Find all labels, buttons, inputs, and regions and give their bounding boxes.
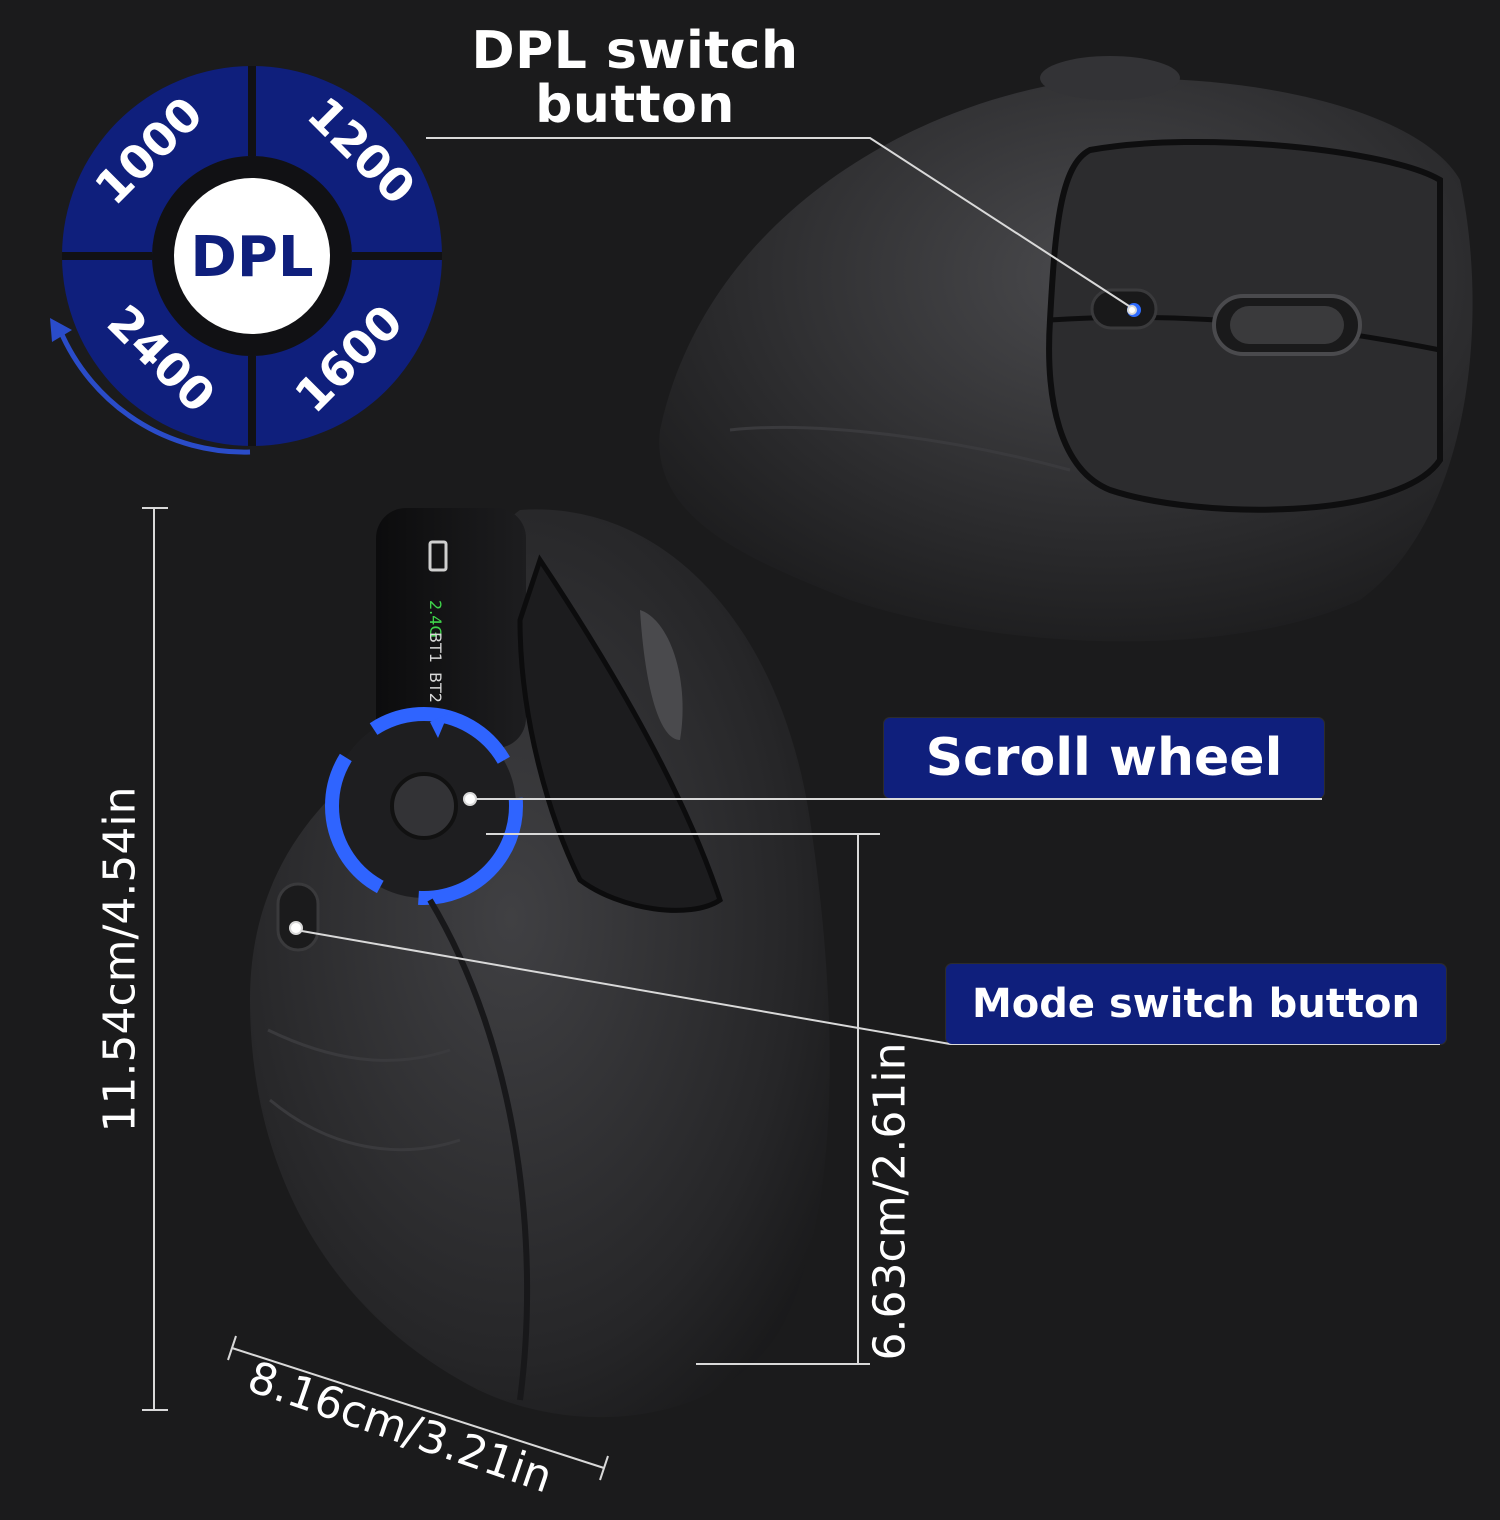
mode-switch-leader [295,929,1440,1045]
mouse-side-buttons [517,554,723,913]
width-cap-right [599,1455,609,1481]
mouse-side-view: 2.4G BT1 BT2 [250,508,830,1418]
cycle-arrow-icon [57,329,251,455]
mouse-side-contour [427,898,531,1401]
height-dimension: 11.54cm/4.54in [94,786,146,1133]
grip-height-dimension: 6.63cm/2.61in [864,1042,916,1361]
scroll-wheel-front-grip [1230,306,1344,344]
dpl-switch-button-icon [1090,288,1158,330]
indicator-2-4g: 2.4G [426,600,445,638]
dpl-dial: DPL 1000 1200 1600 2400 [50,66,442,455]
dpl-switch-leader [426,137,1133,309]
scroll-wheel-label: Scroll wheel [925,728,1283,788]
scroll-wheel-callout: Scroll wheel [884,718,1324,798]
scroll-arrow-icon [430,714,448,738]
mouse-side-contour [269,1098,461,1152]
mode-switch-callout: Mode switch button [946,964,1446,1044]
indicator-bt2: BT2 [426,672,445,703]
mode-switch-dot [289,921,303,935]
indicator-panel [376,508,526,748]
scroll-wheel-dot [463,792,477,806]
indicator-bt1: BT1 [426,632,445,663]
battery-icon [428,540,448,572]
dpl-switch-label: DPL switch button [471,21,799,135]
width-cap-left [227,1335,237,1361]
mouse-front-top-knob [1040,56,1180,100]
mouse-side-body [250,509,830,1418]
dpl-dial-center [174,178,330,334]
side-scroll-wheel-icon [640,610,683,740]
mouse-side-contour [267,1028,451,1062]
scroll-wheel-knob [390,772,458,840]
dimension-lines [142,507,880,1481]
width-line [231,1347,605,1469]
dpl-switch-callout: DPL switch button [440,24,830,132]
mode-switch-button-icon [276,882,320,952]
dpl-switch-dot [1127,305,1137,315]
mouse-front-view [659,56,1473,642]
callout-lines [289,137,1440,1045]
mouse-front-contour [729,425,1071,472]
dpl-center-label: DPL [190,225,313,290]
cycle-arrow-head-icon [50,318,72,342]
mode-switch-label: Mode switch button [972,981,1420,1027]
